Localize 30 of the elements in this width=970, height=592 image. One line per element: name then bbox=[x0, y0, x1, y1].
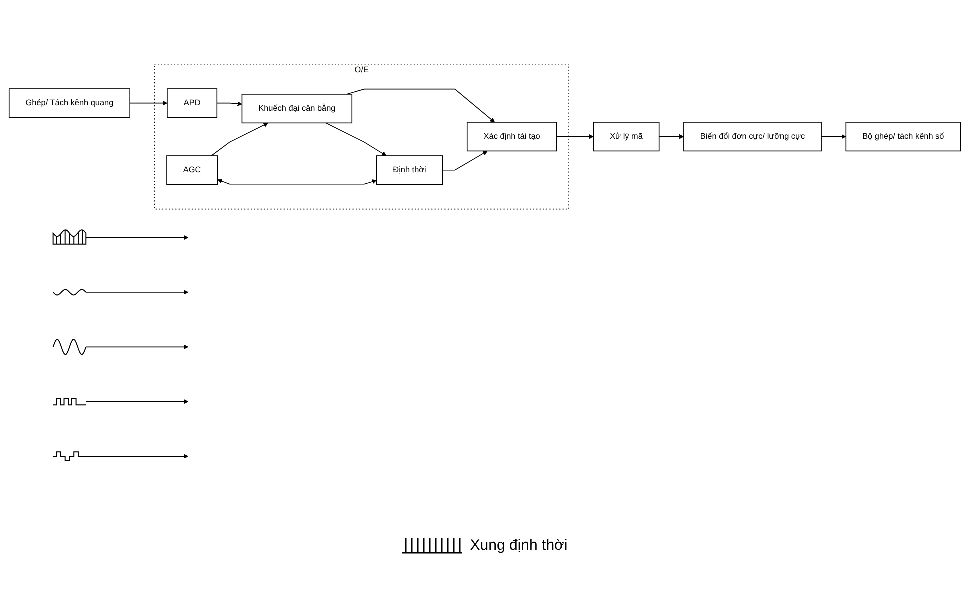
arrow bbox=[821, 134, 846, 140]
arrow bbox=[556, 134, 594, 140]
arrow bbox=[86, 236, 189, 241]
block-box: Bộ ghép/ tách kênh số bbox=[846, 122, 962, 152]
arrow bbox=[86, 400, 189, 405]
waveform-icon bbox=[52, 290, 87, 296]
arrow bbox=[658, 134, 684, 140]
block-box: AGC bbox=[166, 156, 218, 186]
waveform-icon bbox=[52, 398, 87, 406]
block-box: Biến đổi đơn cực/ lưỡng cực bbox=[684, 122, 822, 152]
arrow bbox=[130, 101, 168, 106]
arrow bbox=[86, 345, 189, 350]
arrow bbox=[346, 89, 496, 124]
block-box: APD bbox=[167, 89, 218, 119]
legend-label: Xung định thời bbox=[470, 536, 568, 554]
arrow bbox=[86, 290, 189, 296]
arrow bbox=[326, 123, 387, 157]
block-box: Xác định tái tạo bbox=[466, 122, 558, 152]
waveform-icon bbox=[52, 230, 87, 246]
waveform-icon bbox=[52, 339, 87, 356]
arrow bbox=[86, 454, 189, 460]
waveform-icon bbox=[52, 452, 87, 462]
block-box: Định thời bbox=[376, 156, 444, 186]
arrow bbox=[216, 102, 242, 107]
arrow bbox=[211, 123, 269, 157]
arrow bbox=[442, 151, 488, 172]
block-box: Khuếch đại cân bằng bbox=[242, 94, 353, 124]
block-box: Ghép/ Tách kênh quang bbox=[8, 89, 130, 119]
arrow bbox=[218, 180, 377, 186]
block-box: Xử lý mã bbox=[593, 122, 660, 152]
